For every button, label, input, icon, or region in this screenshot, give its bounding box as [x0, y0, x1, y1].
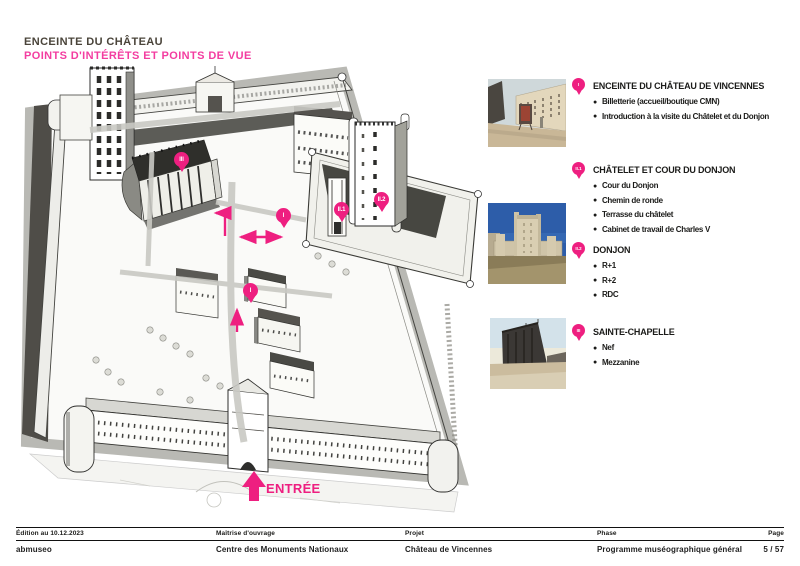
legend-bullet: Nef: [593, 341, 800, 356]
footer-value-phase: Programme muséographique général: [597, 545, 743, 554]
legend: I ENCEINTE DU CHÂTEAU DE VINCENNES Bille…: [488, 70, 800, 415]
legend-photo-sainte-chapelle: [490, 318, 566, 389]
legend-pin-icon-4: III: [572, 324, 585, 337]
trees: [92, 252, 350, 404]
footer-value-studio: abmuseo: [16, 545, 52, 554]
legend-bullet: Cabinet de travail de Charles V: [593, 223, 800, 238]
castle-map-drawing: [20, 66, 482, 513]
map-pin-sainte-chapelle[interactable]: III: [174, 152, 189, 167]
footer-label-edition: Édition au 10.12.2023: [16, 530, 84, 537]
footer-value-page: 5 / 57: [763, 545, 784, 554]
entrance-label: ENTRÉE: [266, 481, 321, 496]
route-arrows: [213, 205, 284, 501]
map-pin-enceinte[interactable]: I: [276, 208, 291, 223]
arrow-to-chapelle: [213, 205, 232, 236]
map-pin-donjon[interactable]: II.2: [374, 192, 389, 207]
footer-label-maitrise: Maîtrise d'ouvrage: [216, 530, 275, 537]
legend-bullet: Billetterie (accueil/boutique CMN): [593, 95, 800, 110]
page-subtitle: POINTS D'INTÉRÊTS ET POINTS DE VUE: [24, 50, 252, 62]
footer-label-phase: Phase: [597, 530, 617, 537]
courtyard-buildings: [175, 268, 315, 399]
legend-photo-esplanade: [488, 79, 566, 147]
legend-item-enceinte: I ENCEINTE DU CHÂTEAU DE VINCENNES Bille…: [572, 78, 800, 124]
legend-bullet: Mezzanine: [593, 356, 800, 371]
legend-item-donjon: II.2 DONJON R+1 R+2 RDC: [572, 242, 800, 303]
footer-label-page: Page: [768, 530, 784, 537]
legend-item-title: SAINTE-CHAPELLE: [593, 327, 675, 337]
legend-photo-donjon: [488, 203, 566, 284]
footer-value-maitrise: Centre des Monuments Nationaux: [216, 545, 349, 554]
legend-pin-icon-2: II.1: [572, 162, 585, 175]
legend-pin-icon-3: II.2: [572, 242, 585, 255]
legend-item-title: ENCEINTE DU CHÂTEAU DE VINCENNES: [593, 81, 765, 91]
footer: Édition au 10.12.2023 Maîtrise d'ouvrage…: [16, 527, 784, 554]
legend-bullet: Terrasse du châtelet: [593, 208, 800, 223]
north-gate: [195, 66, 235, 113]
legend-bullet: Introduction à la visite du Châtelet et …: [593, 110, 800, 125]
legend-item-title: DONJON: [593, 245, 631, 255]
map-pin-chatelet[interactable]: II.1: [334, 202, 349, 217]
castle-map: III I II.1 II.2 I ENTRÉE: [0, 60, 488, 522]
legend-item-chatelet: II.1 CHÂTELET ET COUR DU DONJON Cour du …: [572, 162, 800, 237]
legend-bullet: R+2: [593, 274, 800, 289]
page-title: ENCEINTE DU CHÂTEAU: [24, 36, 163, 48]
legend-bullet: Cour du Donjon: [593, 179, 800, 194]
legend-item-sainte-chapelle: III SAINTE-CHAPELLE Nef Mezzanine: [572, 324, 800, 370]
footer-label-projet: Projet: [405, 530, 425, 537]
entrance-arrow: [242, 471, 266, 501]
footer-value-projet: Château de Vincennes: [405, 545, 493, 554]
page-header: ENCEINTE DU CHÂTEAU POINTS D'INTÉRÊTS ET…: [24, 35, 252, 63]
legend-bullet: R+1: [593, 259, 800, 274]
map-pin-enceinte-sud[interactable]: I: [243, 283, 258, 298]
legend-bullet: RDC: [593, 288, 800, 303]
legend-pin-icon-1: I: [572, 78, 585, 91]
legend-bullet: Chemin de ronde: [593, 194, 800, 209]
legend-item-title: CHÂTELET ET COUR DU DONJON: [593, 165, 736, 175]
